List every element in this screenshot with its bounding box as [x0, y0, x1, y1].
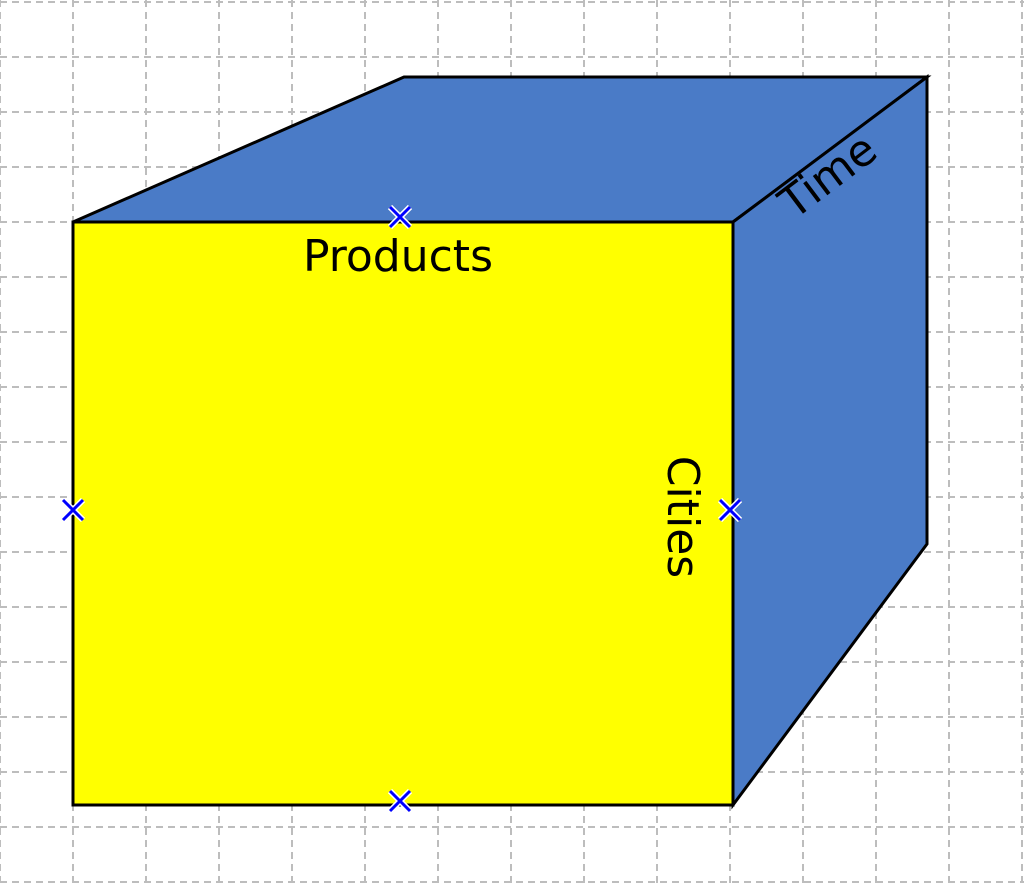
x-marker-icon — [717, 497, 743, 523]
x-marker-icon — [387, 788, 413, 814]
cube-front-face — [71, 220, 735, 807]
edge-midpoint-markers — [60, 204, 743, 814]
x-marker-icon — [387, 204, 413, 230]
x-marker-icon — [60, 497, 86, 523]
products-label: Products — [303, 231, 493, 282]
cities-label: Cities — [657, 456, 708, 578]
cube — [71, 74, 932, 810]
